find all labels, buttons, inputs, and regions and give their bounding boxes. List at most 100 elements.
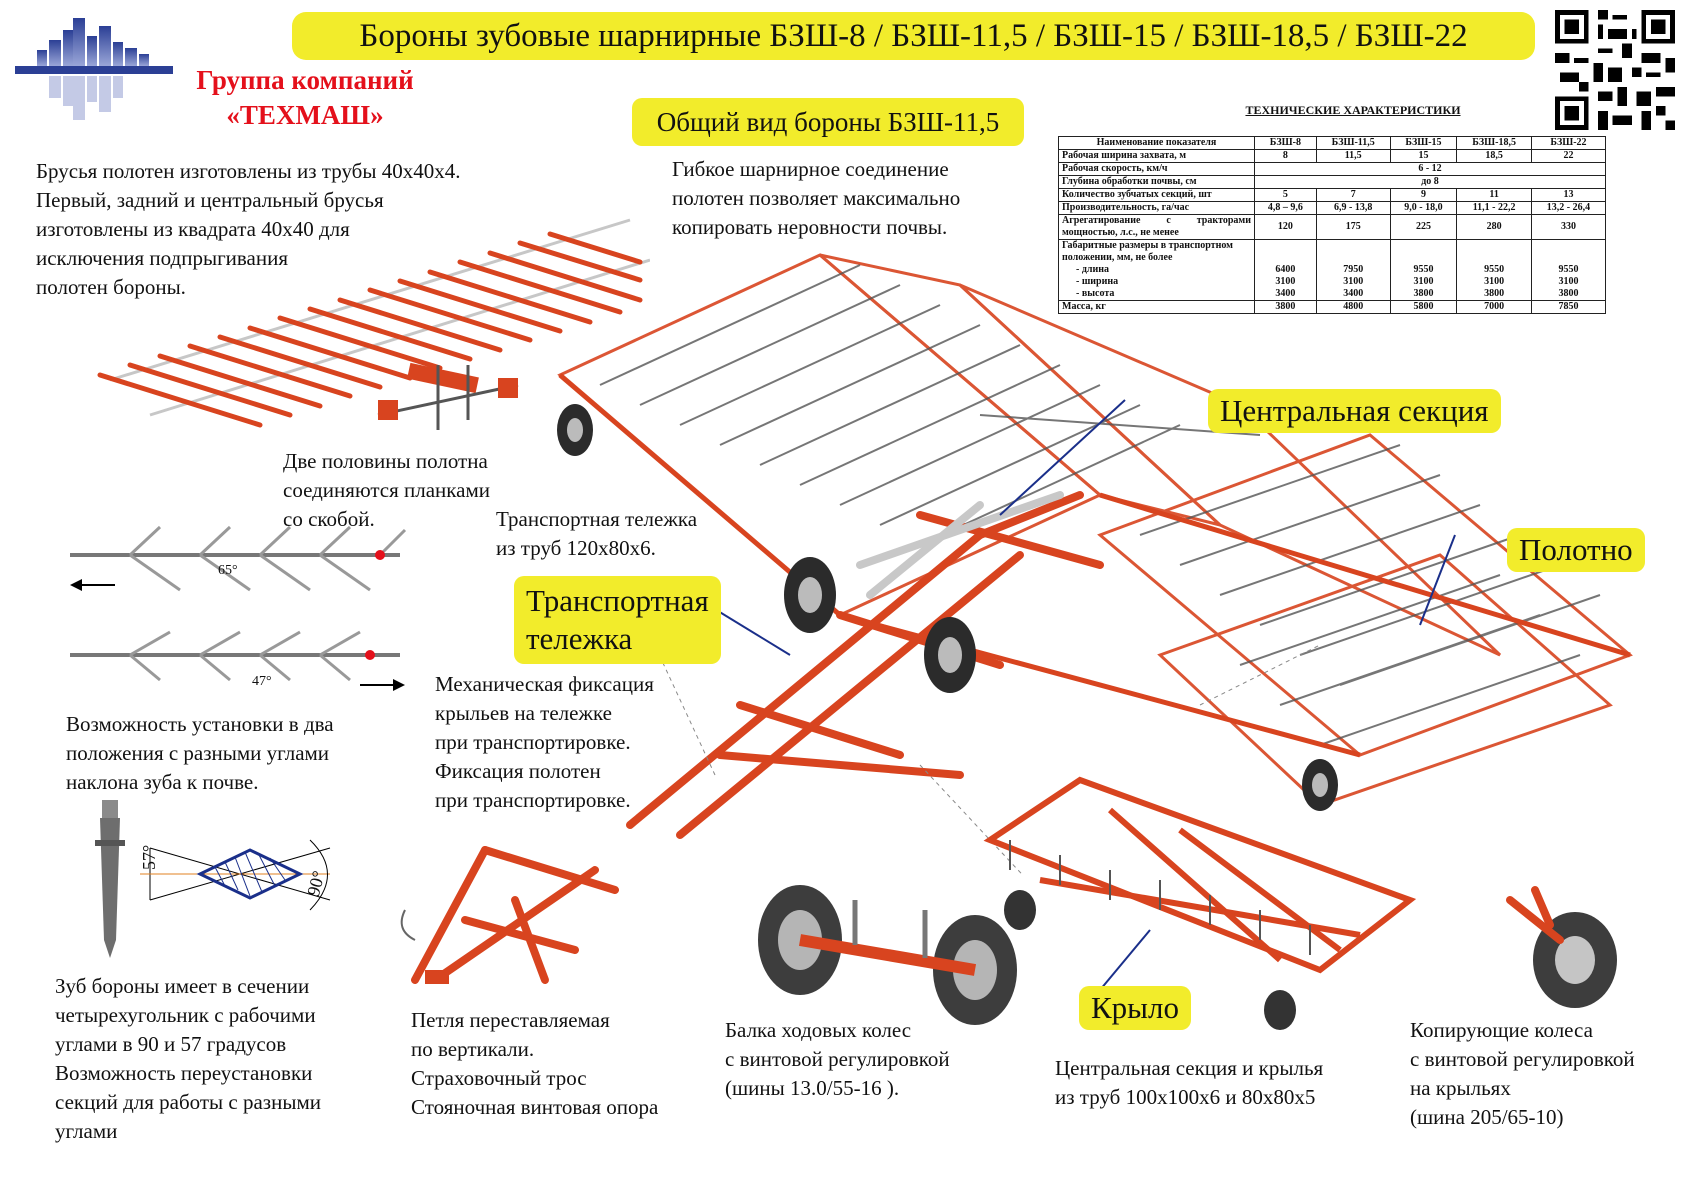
subtitle-badge: Общий вид бороны БЗШ-11,5 (632, 98, 1024, 146)
text-line: из труб 100х100х6 и 80х80х5 (1055, 1085, 1316, 1109)
cell-line: 9550 (1558, 264, 1579, 275)
text-line: со скобой. (283, 507, 375, 531)
table-cell: 280 (1456, 214, 1532, 240)
table-cell: 330 (1530, 214, 1607, 240)
table-row: Рабочая ширина захвата, м 8 11,5 15 18,5… (1058, 149, 1607, 163)
text-line: Гибкое шарнирное соединение (672, 157, 949, 181)
text-line: Копирующие колеса (1410, 1018, 1593, 1042)
cell-line: 3100 (1343, 276, 1364, 287)
hitch-description: Петля переставляемая по вертикали. Страх… (411, 1006, 721, 1122)
table-cell: 225 (1389, 214, 1458, 240)
text-line: на крыльях (1410, 1076, 1511, 1100)
table-cell: 9,0 - 18,0 (1389, 201, 1458, 215)
text-line: Первый, задний и центральный брусья (36, 188, 384, 212)
table-cell: 7 (1315, 188, 1391, 202)
harrow-section-drawing (97, 218, 650, 428)
text-line: четырехугольник с рабочими (55, 1003, 316, 1027)
text-line: исключения подпрыгивания (36, 246, 289, 270)
row-label: Количество зубчатых секций, шт (1058, 188, 1255, 202)
table-row: Производительность, га/час 4,8 – 9,6 6,9… (1058, 201, 1607, 215)
cell-line: 3800 (1413, 288, 1434, 299)
text-line: (шина 205/65-10) (1410, 1105, 1564, 1129)
callout-line: Транспортная (526, 583, 709, 618)
text-line: из труб 120х80х6. (496, 536, 656, 560)
table-cell: 4800 (1315, 300, 1391, 314)
table-cell: 13 (1530, 188, 1607, 202)
canvas-callout: Полотно (1507, 528, 1645, 572)
callout-line: тележка (526, 621, 633, 656)
specs-table: Наименование показателя БЗШ-8 БЗШ-11,5 Б… (1058, 136, 1607, 314)
text-line: Брусья полотен изготовлены из трубы 40х4… (36, 159, 461, 183)
text-line: по вертикали. (411, 1037, 535, 1061)
cell-line: 3400 (1275, 288, 1296, 299)
table-cell: 11,5 (1315, 149, 1391, 163)
table-cell: 6,9 - 13,8 (1315, 201, 1391, 215)
text-line: Возможность установки в два (66, 712, 334, 736)
table-cell: 175 (1315, 214, 1391, 240)
table-cell: до 8 (1254, 175, 1606, 189)
cell-line: 3100 (1275, 276, 1296, 287)
table-row: Глубина обработки почвы, см до 8 (1058, 175, 1606, 189)
cell-line: 9550 (1484, 264, 1505, 275)
table-row: Количество зубчатых секций, шт 5 7 9 11 … (1058, 188, 1607, 202)
tooth-angle-47-drawing (70, 630, 405, 691)
text-line: при транспортировке. (435, 788, 631, 812)
specs-title: ТЕХНИЧЕСКИЕ ХАРАКТЕРИСТИКИ (1245, 103, 1461, 117)
text-line: Стояночная винтовая опора (411, 1095, 659, 1119)
page-title: Бороны зубовые шарнирные БЗШ-8 / БЗШ-11,… (292, 12, 1535, 60)
fixation-description: Механическая фиксация крыльев на тележке… (435, 670, 715, 815)
table-cell: 11 (1456, 188, 1532, 202)
copy-wheel-drawing (1506, 886, 1617, 1008)
cell-line: 3400 (1343, 288, 1364, 299)
text-line: полотен позволяет максимально (672, 186, 961, 210)
text-line: Страховочный трос (411, 1066, 587, 1090)
column-header: Наименование показателя (1058, 136, 1255, 150)
company-line-1: Группа компаний (196, 65, 414, 95)
row-label: Рабочая скорость, км/ч (1058, 162, 1255, 176)
cell-line: 3100 (1558, 276, 1579, 287)
table-cell: 13,2 - 26,4 (1530, 201, 1607, 215)
halves-description: Две половины полотна соединяются планкам… (283, 447, 543, 534)
table-cell: 5800 (1389, 300, 1458, 314)
bracket-detail-drawing (377, 362, 519, 430)
table-cell: 4,8 – 9,6 (1254, 201, 1317, 215)
text-line: секций для работы с разными (55, 1090, 321, 1114)
text-line: Механическая фиксация (435, 672, 654, 696)
row-sublabel: - длина (1076, 264, 1110, 275)
column-header: БЗШ-22 (1530, 136, 1607, 150)
text-line: (шины 13.0/55-16 ). (725, 1076, 900, 1100)
text-line: Зуб бороны имеет в сечении (55, 974, 310, 998)
angle-47-label: 47° (252, 674, 272, 689)
text-line: Транспортная тележка (496, 507, 698, 531)
table-row: Масса, кг 3800 4800 5800 7000 7850 (1058, 300, 1607, 314)
two-positions-description: Возможность установки в два положения с … (66, 710, 406, 797)
text-line: углами в 90 и 57 градусов (55, 1032, 287, 1056)
cell-line: 3800 (1558, 288, 1579, 299)
table-cell: 15 (1389, 149, 1458, 163)
text-line: с винтовой регулировкой (1410, 1047, 1635, 1071)
cell-line: 3800 (1484, 288, 1505, 299)
text-line: соединяются планками (283, 478, 491, 502)
flex-description: Гибкое шарнирное соединение полотен позв… (672, 155, 1032, 242)
row-label: Масса, кг (1058, 300, 1255, 314)
text-line: наклона зуба к почве. (66, 770, 259, 794)
row-label: Глубина обработки почвы, см (1058, 175, 1255, 189)
company-logo (15, 18, 173, 120)
text-line: углами (55, 1119, 118, 1143)
column-header: БЗШ-18,5 (1456, 136, 1532, 150)
cell-line: 3100 (1484, 276, 1505, 287)
text-line: Петля переставляемая (411, 1008, 610, 1032)
angle-57-label: 57° (139, 844, 159, 870)
table-cell: 9 (1389, 188, 1458, 202)
axle-description: Балка ходовых колес с винтовой регулиров… (725, 1016, 1005, 1103)
qr-code-icon[interactable] (1555, 10, 1675, 130)
column-header: БЗШ-8 (1254, 136, 1317, 150)
text-line: Фиксация полотен (435, 759, 601, 783)
text-line: крыльев на тележке (435, 701, 612, 725)
row-label: Производительность, га/час (1058, 201, 1255, 215)
wing-callout: Крыло (1079, 986, 1191, 1030)
row-sublabel: - высота (1076, 288, 1115, 299)
